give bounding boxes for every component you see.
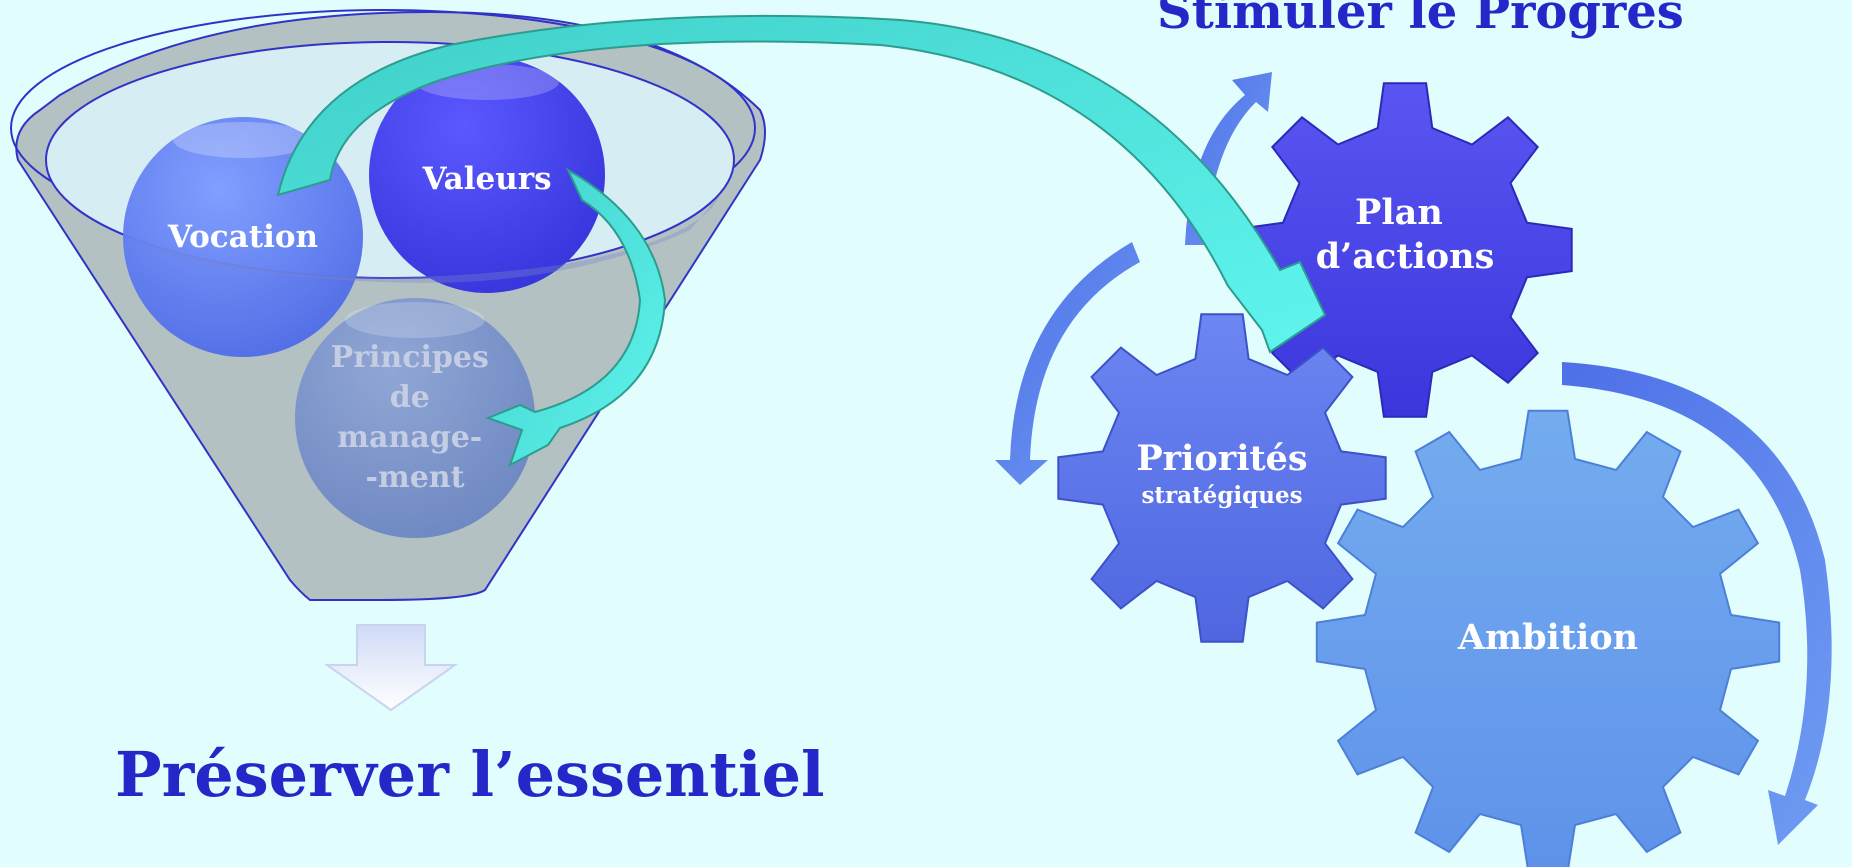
gear-plan xyxy=(1237,82,1573,418)
svg-text:Plan d’actions: Plan d’actions xyxy=(1316,192,1495,277)
vocation-label: Vocation xyxy=(167,219,318,255)
principes-line-3: manage- xyxy=(337,420,482,455)
preserve-title: Préserver l’essentiel xyxy=(115,738,825,811)
teal-arrow-long-icon xyxy=(276,14,1327,354)
curved-arrow-ambition-icon xyxy=(1562,362,1832,845)
down-arrow-icon xyxy=(323,624,459,712)
principes-line-4: -ment xyxy=(366,460,465,495)
priorites-sub-label: stratégiques xyxy=(1141,482,1302,509)
plan-line-2: d’actions xyxy=(1316,236,1495,277)
plan-line-1: Plan xyxy=(1355,192,1443,233)
gear-ambition xyxy=(1315,409,1781,867)
priorites-label: Priorités xyxy=(1136,438,1307,479)
gear-priorites xyxy=(1057,313,1387,643)
valeurs-label: Valeurs xyxy=(421,161,551,197)
ambition-label: Ambition xyxy=(1457,617,1638,658)
curved-arrow-priorites-icon xyxy=(995,242,1140,485)
principes-line-2: de xyxy=(390,380,430,415)
teal-arrow-short-icon xyxy=(485,167,667,468)
sphere-principes: Principes de manage- -ment xyxy=(295,298,535,538)
principes-line-1: Principes xyxy=(331,340,489,375)
progress-title: Stimuler le Progrès xyxy=(1157,0,1684,40)
svg-text:Principes de manag: Principes de manage- -ment xyxy=(331,340,500,495)
